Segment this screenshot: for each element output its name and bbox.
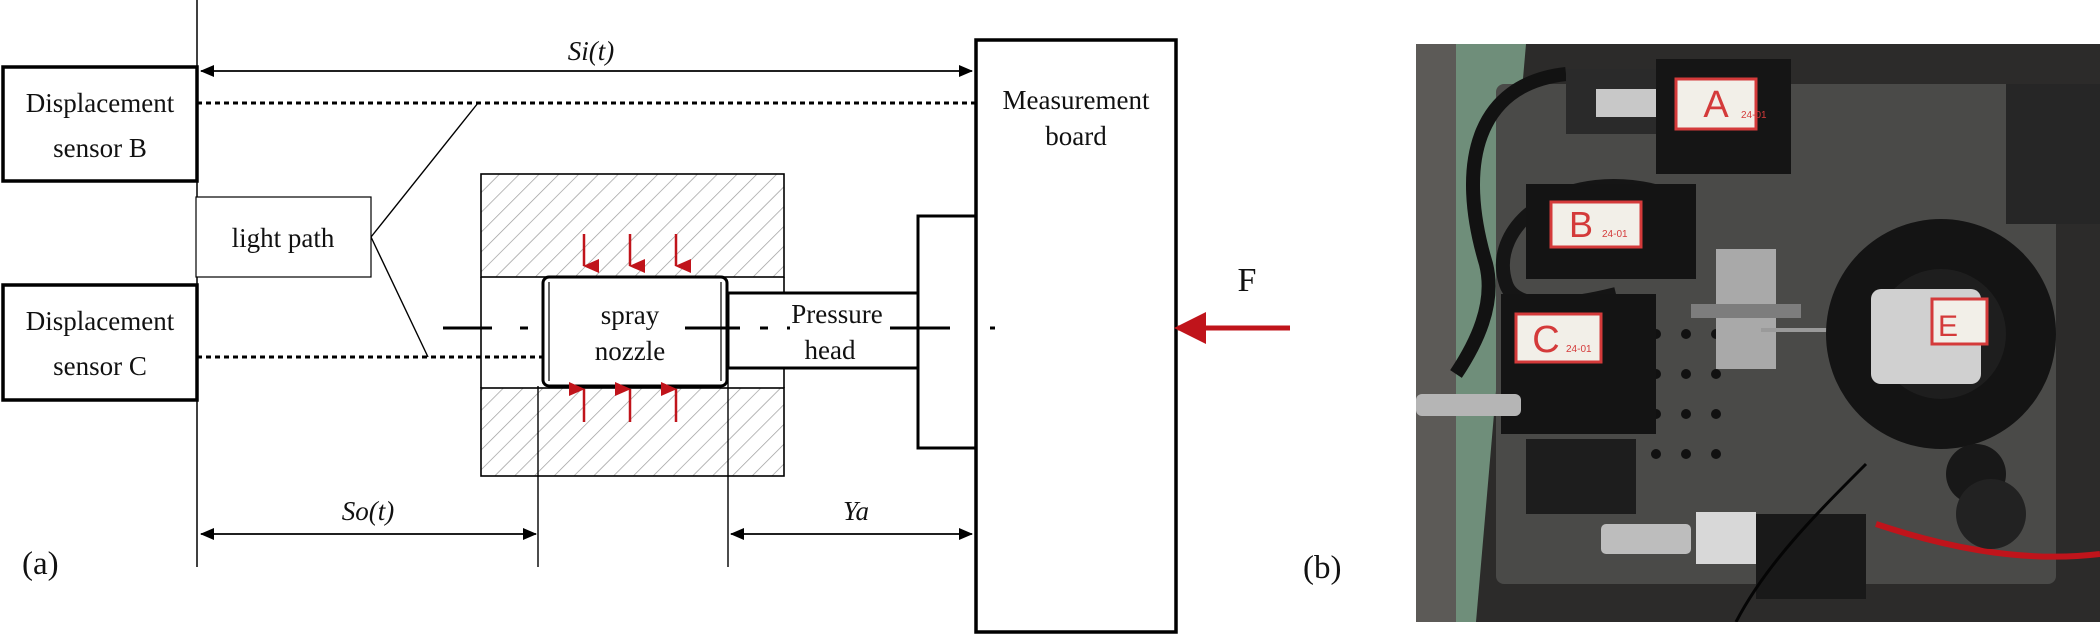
- applied-force: F: [1174, 262, 1290, 344]
- photo-sensor-e-letter: E: [1938, 310, 1958, 343]
- test-rig-photo: A 24-01 B 24-01 C 24-01 E: [1416, 44, 2100, 622]
- dimension-ya: Ya: [730, 496, 973, 540]
- spray-nozzle-label-line1: spray: [601, 300, 660, 330]
- pressure-head-label-line2: head: [805, 335, 856, 365]
- measurement-board-label-line2: board: [1045, 121, 1107, 151]
- photo-sensor-e: E: [1826, 219, 2056, 449]
- photo-sensor-b-letter: B: [1569, 204, 1593, 245]
- spray-nozzle: spray nozzle: [541, 275, 729, 388]
- pressure-head: Pressure head: [726, 291, 925, 370]
- photo-sensor-a-sublabel: 24-01: [1741, 110, 1767, 121]
- photo-sensor-c-letter: C: [1532, 319, 1559, 361]
- dimension-so-label: So(t): [342, 496, 394, 526]
- light-path-label: light path: [232, 223, 335, 253]
- dimension-so: So(t): [200, 496, 537, 540]
- flange-plate: [916, 214, 978, 450]
- clamping-force-arrows: [569, 234, 691, 422]
- displacement-sensor-c: Displacement sensor C: [1, 283, 199, 402]
- displacement-sensor-b: Displacement sensor B: [1, 65, 199, 183]
- light-path-callout: light path: [195, 102, 479, 358]
- dimension-ya-label: Ya: [843, 496, 869, 526]
- panel-b-label: (b): [1303, 550, 1341, 586]
- clamp-lower-block: [480, 387, 785, 477]
- photo-sensor-a: A 24-01: [1566, 59, 1791, 174]
- photo-sensor-c: C 24-01: [1416, 294, 1656, 514]
- force-label: F: [1238, 262, 1257, 299]
- sensor-b-label-line2: sensor B: [53, 133, 147, 163]
- spray-nozzle-label-line2: nozzle: [595, 336, 665, 366]
- sensor-c-label-line2: sensor C: [53, 351, 147, 381]
- measurement-board: Measurement board: [974, 38, 1178, 634]
- dimension-si: Si(t): [200, 36, 973, 77]
- panel-a-label: (a): [22, 546, 59, 582]
- measurement-board-label-line1: Measurement: [1003, 85, 1150, 115]
- photo-sensor-b-sublabel: 24-01: [1602, 229, 1628, 240]
- dimension-si-label: Si(t): [568, 36, 615, 66]
- photo-sensor-b: B 24-01: [1526, 184, 1696, 279]
- sensor-c-label-line1: Displacement: [26, 306, 175, 336]
- sensor-b-label-line1: Displacement: [26, 88, 175, 118]
- pressure-head-label-line1: Pressure: [791, 299, 882, 329]
- force-arrow-icon: [1174, 312, 1206, 344]
- clamp-upper-block: [480, 173, 785, 278]
- photo-sensor-c-sublabel: 24-01: [1566, 344, 1592, 355]
- panel-a: Displacement sensor B Displacement senso…: [1, 0, 1178, 634]
- photo-sensor-a-letter: A: [1703, 84, 1729, 126]
